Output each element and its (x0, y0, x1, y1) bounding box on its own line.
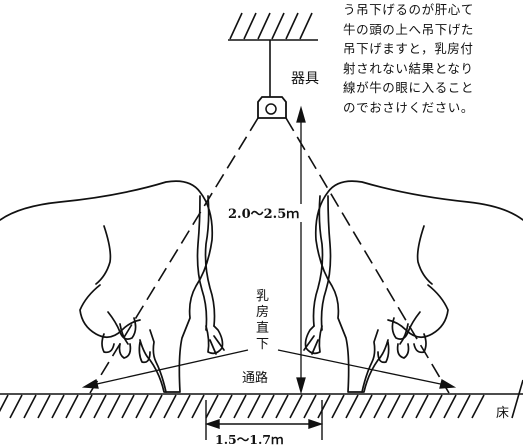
height-dimension (296, 105, 306, 395)
udder-pointer-arrows (81, 349, 457, 389)
paragraph-text: う吊下げるのが肝心て 牛の頭の上へ吊下げた 吊下げますと，乳房付 射されない結果… (343, 0, 523, 117)
spacing-label: 1.5～1.7ｍ (215, 432, 284, 446)
fixture-label: 器具 (291, 71, 319, 87)
spacing-dimension (204, 400, 324, 440)
udder-below-char: 乳 (256, 289, 269, 304)
udder-below-char: 下 (256, 337, 269, 352)
paragraph-line: 吊下げますと，乳房付 (343, 41, 474, 56)
paragraph-line: 線が牛の眼に入ること (343, 80, 475, 95)
height-label-bg (226, 204, 308, 222)
udder-below-char: 直 (256, 321, 269, 336)
right-cow (303, 180, 523, 393)
paragraph-line: 射されない結果となり (343, 60, 474, 76)
lamp-fixture (257, 96, 287, 119)
udder-below-char: 房 (256, 304, 269, 320)
paragraph-line: のでおさけください。 (343, 99, 475, 115)
passage-label: 通路 (242, 370, 268, 386)
left-cow (0, 180, 225, 393)
paragraph-line: 牛の頭の上へ吊下げた (343, 21, 475, 37)
light-beam (89, 117, 450, 394)
floor-hatch (0, 379, 523, 419)
paragraph-line: う吊下げるのが肝心て (343, 2, 475, 17)
height-label: 2.0～2.5ｍ (228, 207, 299, 222)
ceiling-hatch (228, 12, 318, 41)
floor-label: 床 (496, 406, 509, 421)
